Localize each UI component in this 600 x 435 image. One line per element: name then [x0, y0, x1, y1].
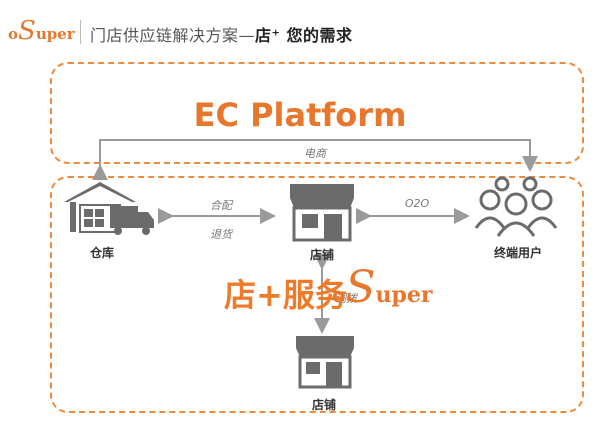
node-label-store-bottom: 店铺 [311, 398, 336, 412]
brand-s: S [18, 16, 36, 46]
warehouse-truck-icon [64, 182, 154, 235]
service-brand-s: S [345, 262, 376, 313]
brand-o: o [8, 25, 19, 43]
brand-logo: oSuper [8, 16, 75, 46]
storefront-icon-top [290, 184, 354, 242]
edge-label-o2o: O2O [404, 197, 430, 210]
header-divider [80, 20, 81, 44]
ec-link-label: 电商 [304, 147, 326, 160]
ec-platform-link [92, 139, 538, 180]
service-brand-logo: oSuper [332, 262, 432, 313]
node-label-end-users: 终端用户 [493, 246, 542, 260]
brand-rest: uper [35, 25, 75, 43]
service-title: 店+服务 [224, 276, 347, 314]
storefront-icon-bottom [296, 336, 354, 389]
title-prefix: 门店供应链解决方案— [90, 26, 256, 45]
users-group-icon [474, 176, 558, 237]
service-brand-o: o [332, 283, 346, 307]
edge-label-dispatch: 合配 [210, 199, 232, 212]
edge-label-transfer: 调拨 [335, 292, 357, 305]
node-label-warehouse: 仓库 [89, 246, 114, 260]
service-brand-rest: uper [375, 282, 433, 308]
ec-platform-title: EC Platform [193, 96, 407, 134]
page-title: 门店供应链解决方案—店⁺ 您的需求 [90, 22, 353, 46]
node-label-store-top: 店铺 [309, 248, 334, 262]
edge-label-return: 退货 [210, 228, 232, 241]
title-bold: 店⁺ 您的需求 [255, 26, 353, 45]
